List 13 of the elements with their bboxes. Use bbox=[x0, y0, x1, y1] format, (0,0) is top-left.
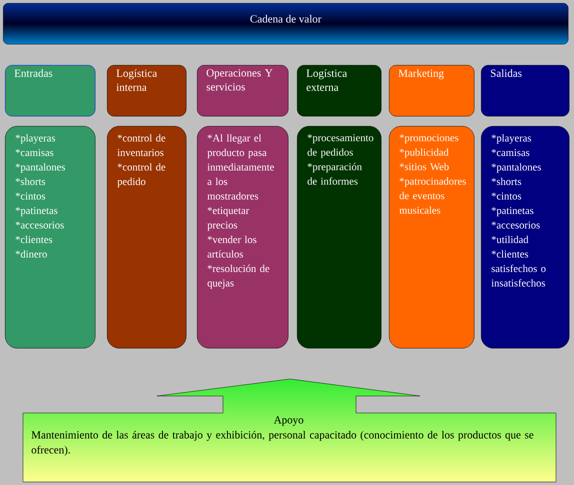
title-banner: Cadena de valor bbox=[3, 3, 568, 44]
header-box: Logística interna bbox=[107, 65, 186, 116]
header-box: Entradas bbox=[5, 65, 96, 116]
header-box: Salidas bbox=[481, 65, 570, 116]
activity-box: *procesamiento de pedidos *preparación de informes bbox=[297, 126, 382, 348]
header-box: Marketing bbox=[389, 65, 474, 116]
activity-box: *control de inventarios *control de pedido bbox=[107, 126, 186, 348]
activity-box: *Al llegar el producto pasa inmediatamente a los mostradores *etiquetar precios *vender los artículos *resolución de quejas bbox=[197, 126, 288, 348]
header-box: Logística externa bbox=[297, 65, 382, 116]
activity-box: *playeras *camisas *pantalones *shorts *cintos *patinetas *accesorios *clientes *dinero bbox=[5, 126, 96, 348]
activity-box: *promociones *publicidad *sitios Web *patrocinadores de eventos musicales bbox=[389, 126, 474, 348]
activity-box: *playeras *camisas *pantalones *shorts *cintos *patinetas *accesorios *utilidad *clientes satisfechos o insatisfechos bbox=[481, 126, 570, 348]
header-box: Operaciones Y servicios bbox=[197, 65, 288, 116]
